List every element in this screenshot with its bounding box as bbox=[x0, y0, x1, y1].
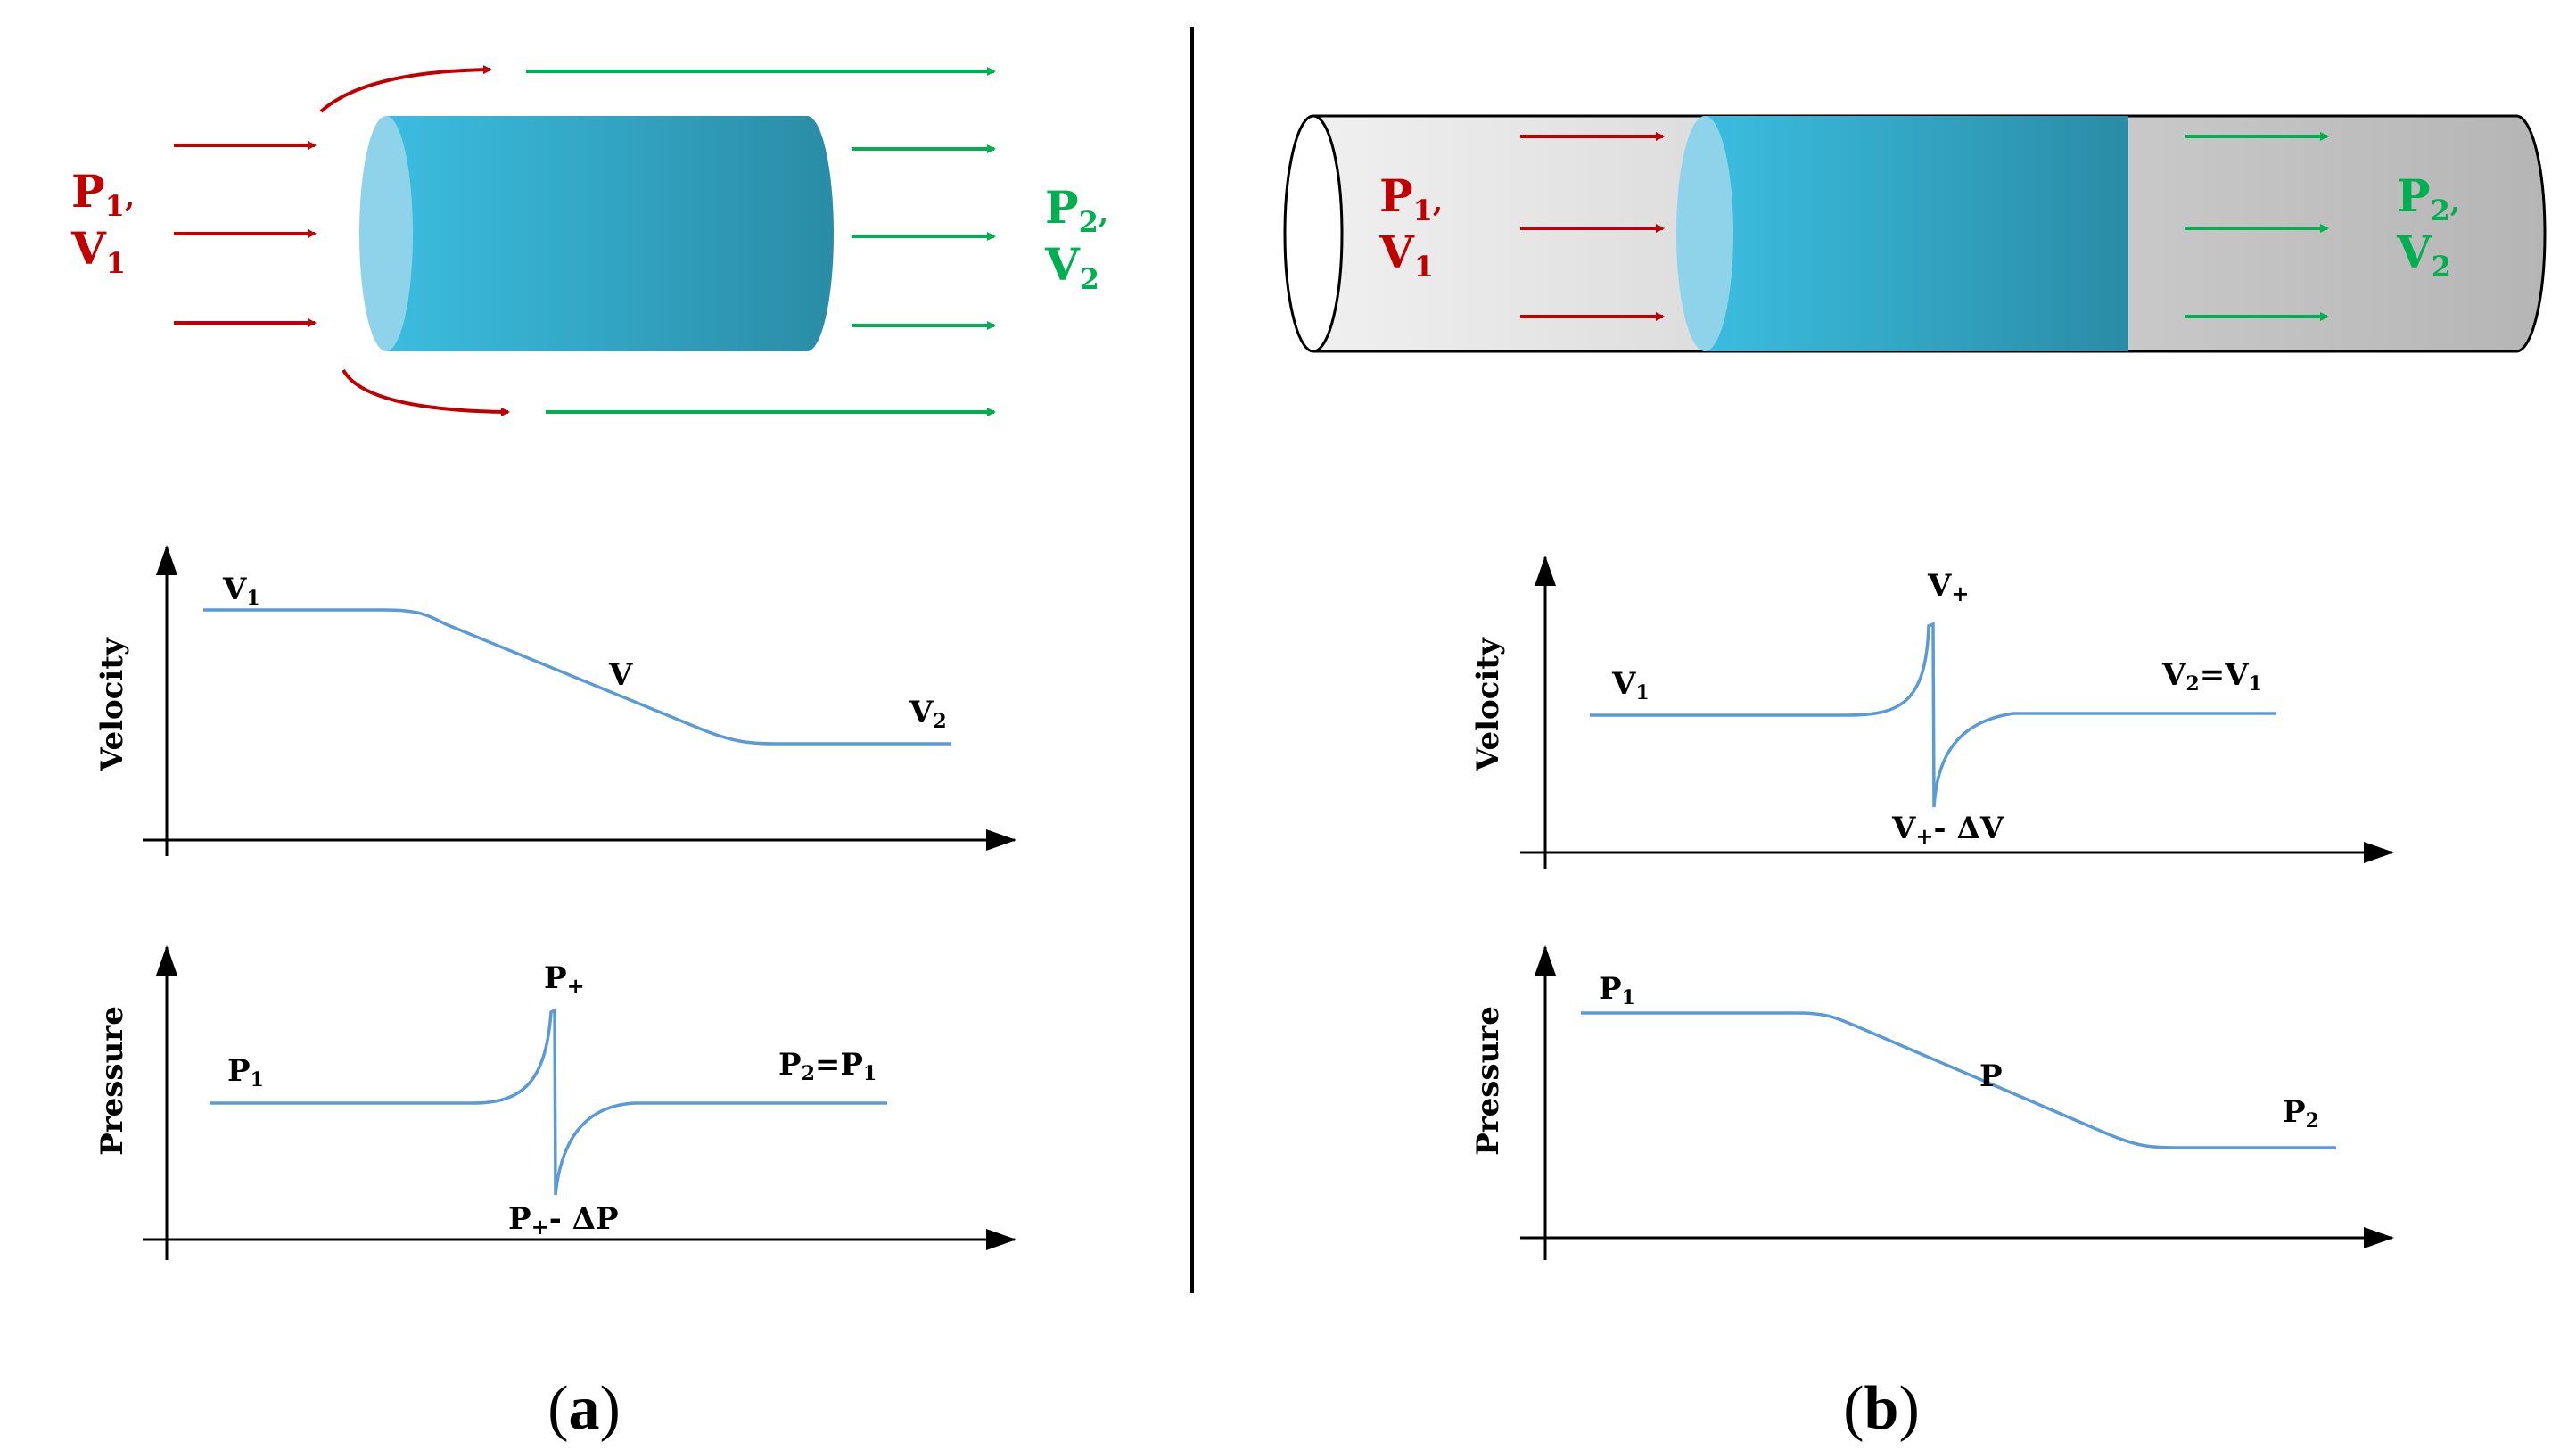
panel-a-velocity-end-label: V2 bbox=[909, 695, 947, 733]
panel-b-inlet-arrows bbox=[1520, 132, 1665, 321]
panel-b-outlet-arrows bbox=[2185, 132, 2329, 321]
panel-a-pressure-trough-label: P+- ΔP bbox=[508, 1201, 619, 1240]
panel-b-pressure-curve bbox=[1581, 1011, 2336, 1149]
panel-b-outlet-label-line1: P2, bbox=[2397, 169, 2460, 227]
panel-b-velocity-trough-label: V+- ΔV bbox=[1891, 811, 2004, 849]
panel-a-velocity-plot: Velocity V1 V V2 bbox=[95, 545, 1016, 856]
panel-a-inlet-label-line2: V1 bbox=[70, 222, 126, 280]
panel-a-inlet-arrows bbox=[174, 65, 510, 416]
panel-b-velocity-end-label: V2=V1 bbox=[2161, 657, 2262, 696]
panel-b-pressure-plot: Pressure P1 P P2 bbox=[1470, 945, 2394, 1260]
panel-a: P1, V1 P2, V2 Velocity V1 V V2 Pressure … bbox=[70, 65, 1108, 1443]
panel-b-velocity-start-label: V1 bbox=[1611, 666, 1650, 704]
panel-a-outlet-label-line2: V2 bbox=[1044, 238, 1099, 296]
panel-b-pressure-end-label: P2 bbox=[2283, 1094, 2319, 1133]
panel-b-velocity-ylabel: Velocity bbox=[1470, 637, 1506, 772]
panel-a-pressure-peak-label: P+ bbox=[544, 960, 585, 999]
panel-a-outlet-label-line1: P2, bbox=[1045, 181, 1108, 239]
panel-b: P1, V1 P2, V2 Velocity V1 V+ V+- ΔV V2=V… bbox=[1283, 114, 2547, 1443]
panel-a-velocity-ylabel: Velocity bbox=[95, 637, 130, 772]
panel-b-pressure-start-label: P1 bbox=[1599, 971, 1635, 1009]
panel-a-pressure-ylabel: Pressure bbox=[95, 1006, 130, 1156]
panel-b-caption: (b) bbox=[1843, 1374, 1920, 1443]
panel-b-velocity-curve bbox=[1590, 622, 2276, 808]
panel-b-pressure-mid-label: P bbox=[1979, 1059, 2003, 1094]
panel-a-velocity-start-label: V1 bbox=[222, 572, 260, 610]
panel-b-velocity-plot: Velocity V1 V+ V+- ΔV V2=V1 bbox=[1470, 556, 2394, 869]
panel-a-pressure-end-label: P2=P1 bbox=[778, 1047, 876, 1085]
panel-a-inlet-label-line1: P1, bbox=[71, 165, 135, 223]
panel-a-cylinder-face bbox=[359, 116, 413, 351]
panel-b-pipe-opening bbox=[1283, 114, 1344, 353]
panel-a-cylinder bbox=[359, 116, 834, 351]
panel-b-inlet-label-line2: V1 bbox=[1379, 226, 1434, 284]
panel-b-cylinder bbox=[1676, 116, 2128, 351]
panel-a-pressure-plot: Pressure P1 P+ P+- ΔP P2=P1 bbox=[95, 945, 1016, 1260]
panel-a-pressure-curve bbox=[210, 1008, 887, 1196]
panel-a-velocity-curve bbox=[203, 608, 951, 746]
panel-b-inlet-label-line1: P1, bbox=[1379, 169, 1443, 227]
panel-a-caption: (a) bbox=[547, 1374, 621, 1443]
panel-b-outlet-label-line2: V2 bbox=[2396, 226, 2451, 284]
panel-b-velocity-peak-label: V+ bbox=[1927, 568, 1970, 606]
panel-a-outlet-arrows bbox=[526, 67, 996, 416]
panel-b-cylinder-face bbox=[1676, 116, 1733, 351]
panel-a-pressure-start-label: P1 bbox=[227, 1053, 264, 1092]
panel-b-pressure-ylabel: Pressure bbox=[1470, 1006, 1506, 1156]
panel-a-velocity-mid-label: V bbox=[608, 657, 633, 693]
